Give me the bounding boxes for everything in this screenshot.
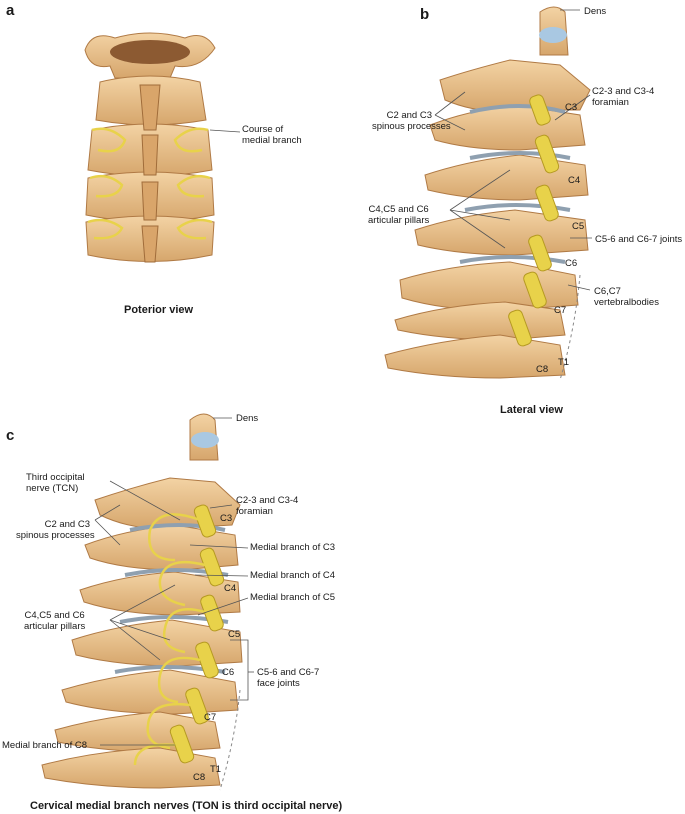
c-t1-label: T1 [210, 764, 222, 775]
c-c8-label: C8 [193, 772, 206, 783]
c-ton-line1: Third occipital [26, 472, 85, 483]
b-spinous-label: C2 and C3 spinous processes [372, 110, 451, 132]
b-t1-label: T1 [558, 357, 570, 368]
medial-branch-drawing [41, 413, 254, 791]
panel-b-letter: b [420, 6, 430, 23]
b-c4-label: C4 [568, 175, 581, 186]
b-c5-label: C5 [572, 221, 585, 232]
c-mb-c8-label: Medial branch of C8 [2, 740, 88, 751]
c-foramen-label: C2-3 and C3-4 foramian [236, 495, 298, 517]
c-foramen-line1: C2-3 and C3-4 [236, 495, 299, 506]
b-pillars-line1: C4,C5 and C6 [368, 204, 429, 215]
b-pillars-line2: articular pillars [368, 215, 430, 226]
course-medial-branch-line1: Course of [242, 124, 284, 135]
c-pillars-line2: articular pillars [24, 621, 86, 632]
c-spinous-line1: C2 and C3 [44, 519, 90, 530]
c-spinous-label: C2 and C3 spinous processes [16, 519, 95, 541]
c-face-line2: face joints [257, 678, 300, 689]
b-c8-label: C8 [536, 364, 549, 375]
c-c5-label: C5 [228, 629, 241, 640]
lateral-spine-drawing [384, 6, 592, 381]
b-bodies-line1: C6,C7 [594, 286, 621, 297]
course-medial-branch-line2: medial branch [242, 135, 302, 146]
b-foramen-label: C2-3 and C3-4 foramian [592, 86, 654, 108]
c-c6-label: C6 [222, 667, 235, 678]
c-ton-line2: nerve (TCN) [26, 483, 79, 494]
b-joints-label: C5-6 and C6-7 joints [595, 234, 683, 245]
c-dens-label: Dens [236, 413, 259, 424]
b-c3-label: C3 [565, 102, 578, 113]
panel-a-letter: a [6, 2, 15, 19]
c-foramen-line2: foramian [236, 506, 273, 517]
c-c7-label: C7 [204, 712, 217, 723]
b-pillars-label: C4,C5 and C6 articular pillars [368, 204, 429, 226]
panel-b-caption: Lateral view [500, 404, 563, 416]
b-spinous-line1: C2 and C3 [386, 110, 432, 121]
panel-c-caption: Cervical medial branch nerves (TON is th… [30, 800, 343, 812]
c-c4-label: C4 [224, 583, 237, 594]
course-medial-branch-label: Course of medial branch [242, 124, 302, 146]
posterior-spine-drawing [84, 32, 241, 263]
c-c3-label: C3 [220, 513, 233, 524]
b-dens-label: Dens [584, 6, 607, 17]
b-foramen-line2: foramian [592, 97, 629, 108]
c-mb-c5-label: Medial branch of C5 [250, 592, 336, 603]
b-bodies-line2: vertebralbodies [594, 297, 659, 308]
c-spinous-line2: spinous processes [16, 530, 95, 541]
b-foramen-line1: C2-3 and C3-4 [592, 86, 655, 97]
c-ton-label: Third occipital nerve (TCN) [26, 472, 85, 494]
b-c6-label: C6 [565, 258, 578, 269]
c-pillars-line1: C4,C5 and C6 [24, 610, 85, 621]
c-face-joints-label: C5-6 and C6-7 face joints [257, 667, 319, 689]
b-spinous-line2: spinous processes [372, 121, 451, 132]
b-bodies-label: C6,C7 vertebralbodies [594, 286, 659, 308]
c-mb-c4-label: Medial branch of C4 [250, 570, 336, 581]
c-mb-c3-label: Medial branch of C3 [250, 542, 336, 553]
panel-a-caption: Poterior view [124, 304, 194, 316]
b-c7-label: C7 [554, 305, 567, 316]
c-face-line1: C5-6 and C6-7 [257, 667, 320, 678]
c-pillars-label: C4,C5 and C6 articular pillars [24, 610, 85, 632]
panel-c-letter: c [6, 427, 15, 444]
